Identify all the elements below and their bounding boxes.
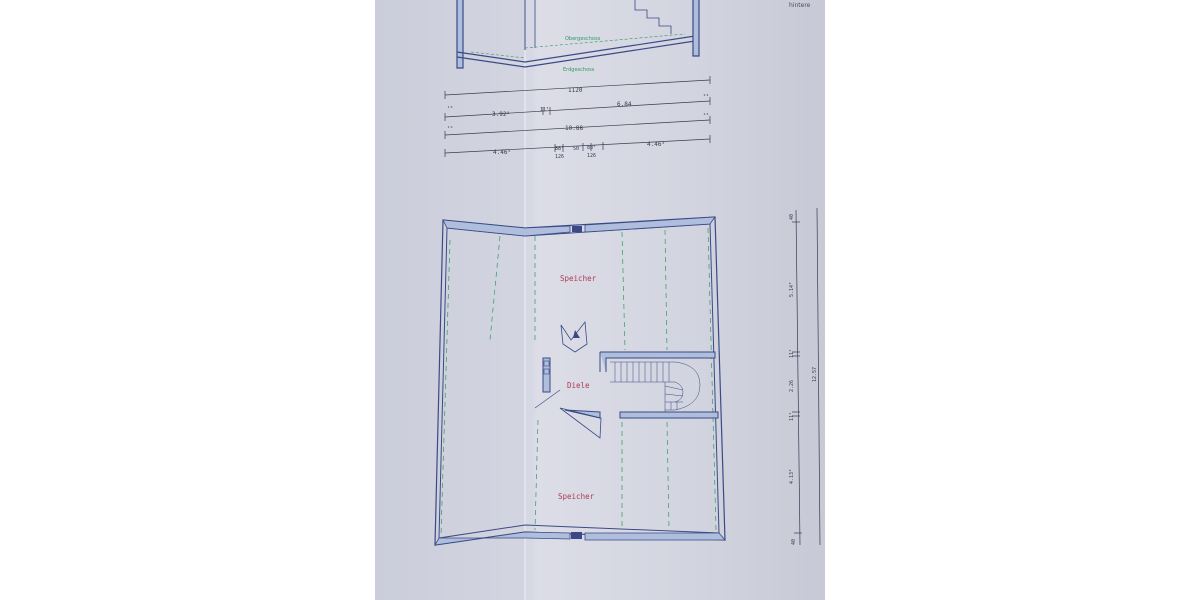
right-dim-seg3: 2.26 [789,380,795,392]
right-dim-seg1: 5.14³ [789,282,795,297]
dim-row2-right: 6.84 [617,101,632,108]
floor-plan-drawing: Obergeschoss Erdgeschoss hintere 1120 ¹⁶ [375,0,821,600]
dim-row2-end-left: ¹⁶ [447,106,453,112]
dim-row4-b: 50 [573,146,579,152]
room-label-attic-top: Speicher [560,274,597,283]
dim-row3-end-left: ¹⁶ [447,126,453,132]
floor-plan-photo: Obergeschoss Erdgeschoss hintere 1120 ¹⁶ [375,0,825,600]
right-dim-seg2: 11⁵ [789,349,795,358]
room-label-hall: Diele [567,381,590,390]
upper-section-drawing [456,0,700,69]
dim-row3-value: 10.88 [565,125,583,132]
right-dim-seg5: 4.13³ [789,469,795,484]
dim-row2-left: 3.92⁵ [492,111,510,118]
right-dimension-chain [792,207,821,546]
dim-row4-a: 88⁵ [555,146,564,152]
dim-row4-right: 4.46⁵ [647,141,665,148]
staircase [610,361,701,412]
window-top [572,226,582,232]
dim-row3-end-right: ²⁴ [703,113,709,119]
dim-row4-c: 88⁵ [587,145,596,151]
right-dim-total: 12.57 [812,367,818,382]
section-label-upper: Obergeschoss [565,36,601,42]
corner-note: hintere [789,2,811,9]
window-bottom [571,532,582,539]
dim-row2-end-right: ²⁴ [703,94,709,100]
dimension-chains [444,76,711,157]
dim-row4-a-sub: 126 [555,154,564,160]
dim-row2-mid: 11⁵ [540,107,549,113]
section-label-lower: Erdgeschoss [563,67,595,73]
attic-floor-plan [434,216,726,546]
right-dim-top-end: 40 [789,214,795,220]
right-dim-seg4: 11⁵ [789,412,795,421]
room-label-attic-bottom: Speicher [558,492,595,501]
dim-overall: 1120 [568,87,583,94]
right-dim-bottom-end: 40 [791,539,797,545]
dim-row4-c-sub: 126 [587,153,596,159]
dim-row4-left: 4.46⁵ [493,149,511,156]
paper-fold-shade-left [375,0,525,600]
